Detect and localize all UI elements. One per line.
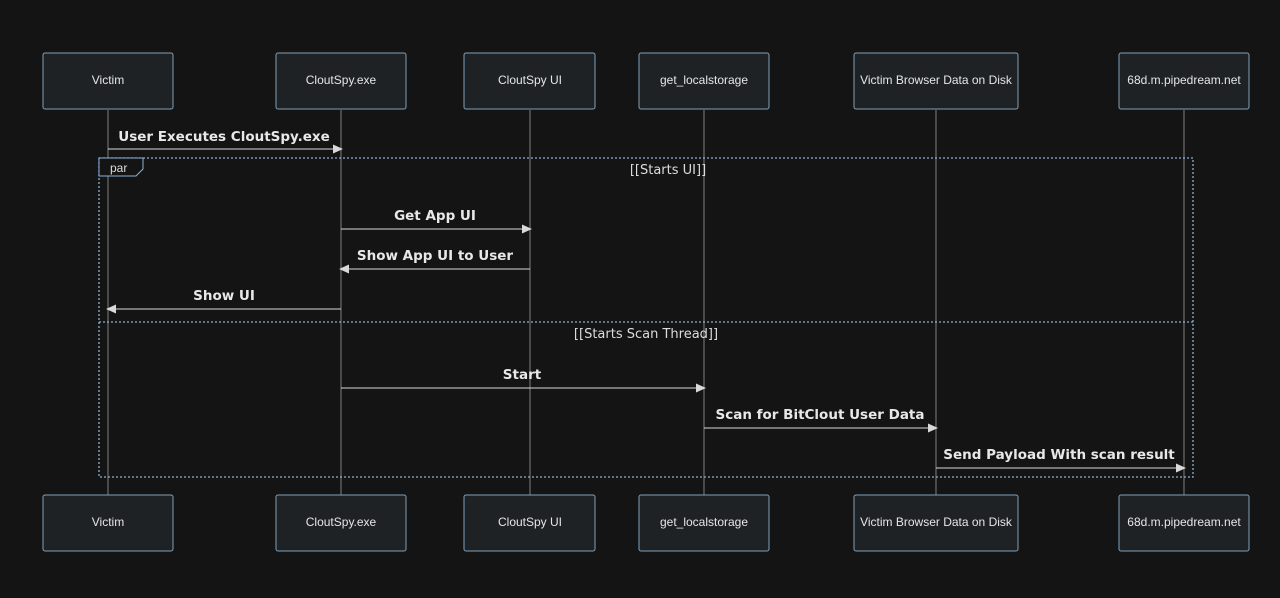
- message-show-ui: Show UI: [106, 288, 341, 314]
- message-scan-bitclout: Scan for BitClout User Data: [704, 407, 938, 433]
- message-label: Send Payload With scan result: [943, 447, 1175, 463]
- lifelines: [107, 110, 1185, 495]
- actor-browser-data-bottom[interactable]: Victim Browser Data on Disk: [853, 494, 1019, 552]
- actor-cloutspy-exe-bottom[interactable]: CloutSpy.exe: [275, 494, 407, 552]
- actor-label: CloutSpy.exe: [306, 515, 377, 529]
- actor-cloutspy-ui-bottom[interactable]: CloutSpy UI: [463, 494, 596, 552]
- actor-label: CloutSpy UI: [498, 73, 562, 87]
- par-section-label-scan: [[Starts Scan Thread]]: [574, 327, 718, 342]
- actor-label: Victim Browser Data on Disk: [860, 73, 1013, 87]
- actor-browser-data-top[interactable]: Victim Browser Data on Disk: [853, 52, 1019, 110]
- actor-label: CloutSpy UI: [498, 515, 562, 529]
- par-frame-tag: [98, 157, 144, 177]
- par-frame-tag-label: par: [110, 161, 127, 175]
- actor-pipedream-bottom[interactable]: 68d.m.pipedream.net: [1118, 494, 1250, 552]
- par-frame-border: [98, 157, 1194, 478]
- message-show-app-ui: Show App UI to User: [339, 248, 530, 274]
- actor-label: CloutSpy.exe: [306, 73, 377, 87]
- message-label: Show UI: [193, 288, 255, 304]
- actor-victim-top[interactable]: Victim: [42, 52, 174, 110]
- message-label: Get App UI: [394, 208, 476, 224]
- actor-get-localstorage-top[interactable]: get_localstorage: [638, 52, 770, 110]
- message-label: Scan for BitClout User Data: [716, 407, 925, 423]
- message-get-app-ui: Get App UI: [341, 208, 532, 234]
- message-label: User Executes CloutSpy.exe: [118, 129, 330, 145]
- message-start: Start: [341, 367, 706, 393]
- actor-label: Victim Browser Data on Disk: [860, 515, 1013, 529]
- arrowhead-left-icon: [339, 264, 349, 274]
- actor-victim-bottom[interactable]: Victim: [42, 494, 174, 552]
- actor-cloutspy-ui-top[interactable]: CloutSpy UI: [463, 52, 596, 110]
- message-label: Start: [503, 367, 542, 383]
- arrowhead-right-icon: [696, 383, 706, 393]
- arrowhead-left-icon: [106, 304, 116, 314]
- arrowhead-right-icon: [1176, 463, 1186, 473]
- arrowhead-right-icon: [928, 423, 938, 433]
- actor-cloutspy-exe-top[interactable]: CloutSpy.exe: [275, 52, 407, 110]
- actors-top: Victim CloutSpy.exe CloutSpy UI get_loca…: [42, 52, 1250, 110]
- actor-pipedream-top[interactable]: 68d.m.pipedream.net: [1118, 52, 1250, 110]
- actor-label: 68d.m.pipedream.net: [1127, 73, 1241, 87]
- actor-label: get_localstorage: [660, 73, 748, 87]
- arrowhead-right-icon: [333, 144, 343, 154]
- par-frame: par [[Starts UI]] [[Starts Scan Thread]]: [98, 157, 1194, 478]
- actor-label: get_localstorage: [660, 515, 748, 529]
- message-send-payload: Send Payload With scan result: [936, 447, 1186, 473]
- arrowhead-right-icon: [522, 224, 532, 234]
- actor-label: Victim: [92, 73, 124, 87]
- actors-bottom: Victim CloutSpy.exe CloutSpy UI get_loca…: [42, 494, 1250, 552]
- actor-get-localstorage-bottom[interactable]: get_localstorage: [638, 494, 770, 552]
- message-label: Show App UI to User: [357, 248, 514, 264]
- actor-label: 68d.m.pipedream.net: [1127, 515, 1241, 529]
- message-user-executes: User Executes CloutSpy.exe: [108, 129, 343, 154]
- par-section-label-ui: [[Starts UI]]: [630, 163, 706, 178]
- actor-label: Victim: [92, 515, 124, 529]
